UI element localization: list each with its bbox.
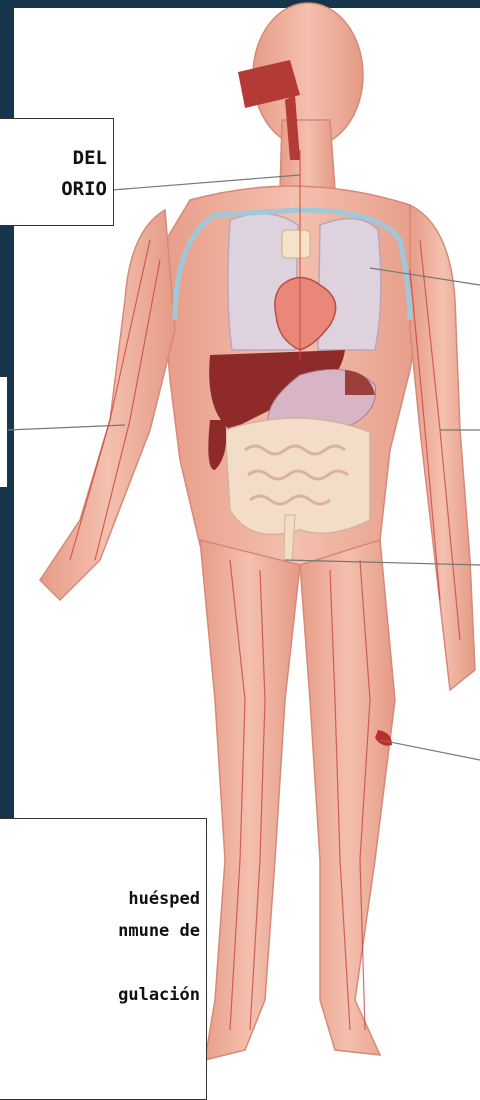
label-bottom-line1: huésped [0,883,200,915]
label-box-bottom: huésped nmune de gulación [0,818,207,1100]
label-bottom-line4: gulación [0,979,200,1011]
label-bottom-line3 [0,947,200,979]
label-box-top: DEL ORIO [0,118,114,226]
label-bottom-line2: nmune de [0,915,200,947]
label-top-line1: DEL [0,143,107,174]
thymus [282,230,310,258]
label-box-middle [0,376,8,488]
intestines [225,418,370,535]
label-top-line2: ORIO [0,174,107,205]
